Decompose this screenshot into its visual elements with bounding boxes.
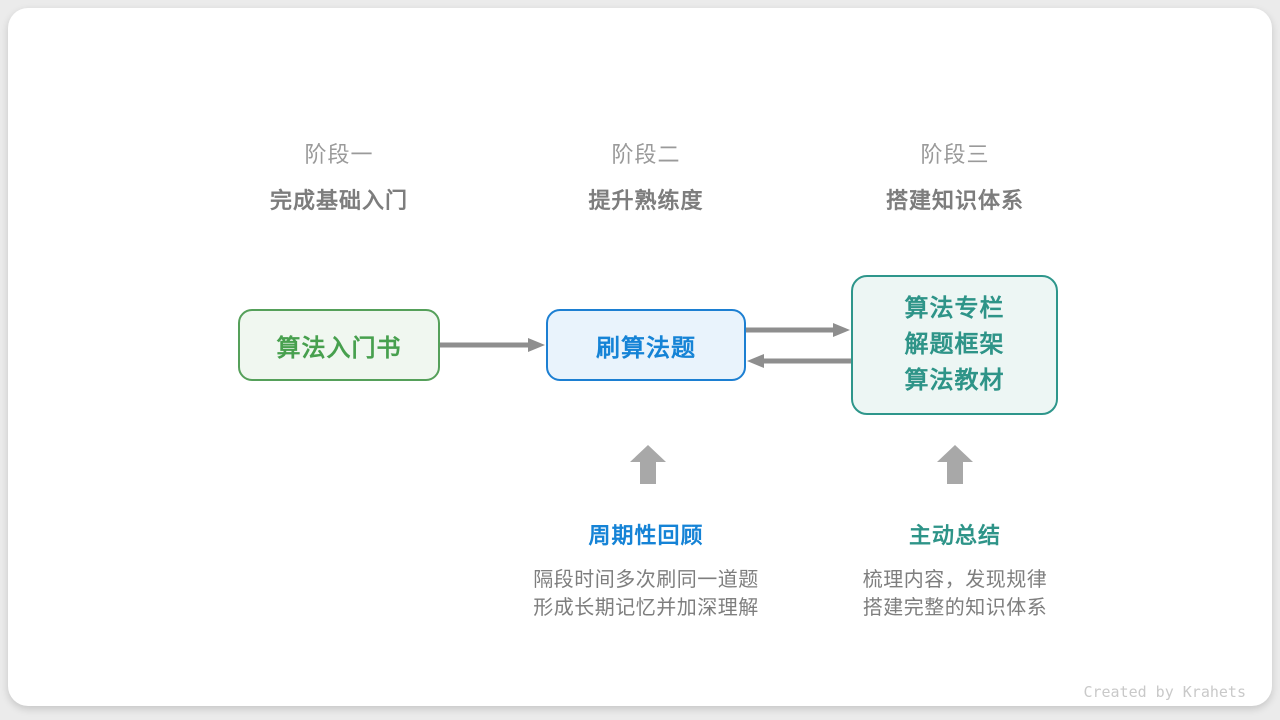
annotation-periodic-review-desc: 隔段时间多次刷同一道题 形成长期记忆并加深理解 — [486, 566, 806, 622]
annotation-active-summary-heading: 主动总结 — [908, 523, 1001, 548]
arrow-up-icon — [630, 445, 666, 484]
node-knowledge-line-1: 算法专栏 — [904, 295, 1005, 322]
node-practice-title: 刷算法题 — [596, 334, 696, 362]
node-knowledge-line-2: 解题框架 — [904, 331, 1005, 358]
stage-1-subtitle: 完成基础入门 — [269, 188, 408, 213]
stage-2-subtitle: 提升熟练度 — [588, 188, 704, 213]
node-knowledge-line-3: 算法教材 — [904, 367, 1005, 394]
node-knowledge-system: 算法专栏 解题框架 算法教材 — [851, 275, 1058, 415]
node-practice: 刷算法题 — [546, 309, 746, 381]
stage-2-label: 阶段二 — [611, 142, 681, 167]
annotation-active-summary-line-1: 梳理内容，发现规律 — [862, 569, 1048, 591]
diagram-card: 阶段一 完成基础入门 阶段二 提升熟练度 阶段三 搭建知识体系 算法入门书 刷算… — [8, 8, 1272, 706]
annotation-active-summary-line-2: 搭建完整的知识体系 — [862, 597, 1048, 619]
arrow-right-icon — [440, 338, 545, 352]
node-intro-book: 算法入门书 — [238, 309, 440, 381]
annotation-periodic-review-line-2: 形成长期记忆并加深理解 — [533, 597, 759, 619]
annotation-active-summary-desc: 梳理内容，发现规律 搭建完整的知识体系 — [795, 566, 1115, 622]
arrow-right-icon — [746, 323, 850, 337]
annotation-periodic-review-line-1: 隔段时间多次刷同一道题 — [533, 569, 759, 591]
annotation-periodic-review-heading: 周期性回顾 — [588, 523, 704, 548]
stage-3-label: 阶段三 — [920, 142, 990, 167]
footer-credit: Created by Krahets — [1083, 683, 1246, 701]
node-intro-book-title: 算法入门书 — [276, 334, 402, 362]
arrow-left-icon — [747, 354, 851, 368]
arrow-up-icon — [937, 445, 973, 484]
stage-3-subtitle: 搭建知识体系 — [885, 188, 1024, 213]
stage-1-label: 阶段一 — [304, 142, 374, 167]
